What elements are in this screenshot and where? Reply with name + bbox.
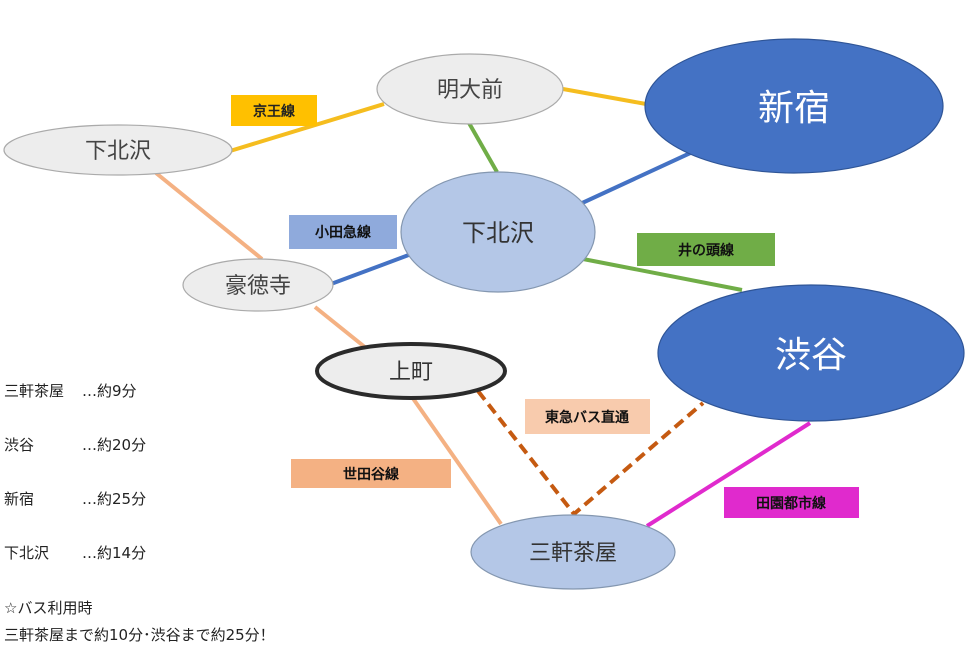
bus-note-detail: 三軒茶屋まで約10分･渋谷まで約25分！ bbox=[4, 626, 275, 644]
travel-time-station: 三軒茶屋 bbox=[4, 382, 65, 400]
station-shimokitazawa-left[interactable] bbox=[3, 124, 233, 176]
denentoshi-line-tag bbox=[724, 487, 859, 518]
station-gotokuji-label: 豪徳寺 bbox=[225, 274, 291, 299]
station-meidaimae-label: 明大前 bbox=[437, 78, 503, 103]
station-shibuya-label: 渋谷 bbox=[775, 335, 847, 376]
station-shimokitazawa-left-label: 下北沢 bbox=[85, 139, 151, 164]
travel-time-value: …約25分 bbox=[82, 490, 147, 508]
inokashira-line-tag bbox=[637, 233, 775, 266]
travel-time-value: …約9分 bbox=[82, 382, 137, 400]
station-meidaimae[interactable] bbox=[376, 53, 564, 125]
station-shibuya[interactable] bbox=[657, 284, 965, 422]
keio-line-tag-label: 京王線 bbox=[253, 103, 295, 120]
odakyu-line-upper bbox=[579, 147, 700, 206]
station-shimokitazawa-center-label: 下北沢 bbox=[462, 219, 534, 247]
denentoshi-line bbox=[645, 421, 812, 528]
station-sangenjaya-label: 三軒茶屋 bbox=[529, 541, 617, 566]
keio-line-left bbox=[229, 102, 385, 153]
setagaya-line-upper bbox=[154, 171, 264, 261]
odakyu-line-lower bbox=[330, 251, 415, 286]
keio-line-right bbox=[562, 87, 647, 106]
travel-time-shimokitazawa: 下北沢 …約14分 bbox=[4, 542, 146, 563]
travel-time-shinjuku: 新宿 …約25分 bbox=[4, 488, 146, 509]
station-kamimachi[interactable] bbox=[315, 342, 507, 400]
inokashira-line-lower bbox=[582, 257, 743, 292]
bus-note-title: ☆バス利用時 bbox=[4, 599, 93, 617]
denentoshi-line-tag-label: 田園都市線 bbox=[756, 495, 826, 512]
setagaya-line-tag-label: 世田谷線 bbox=[343, 466, 399, 483]
travel-time-station: 新宿 bbox=[4, 490, 35, 508]
odakyu-line-tag bbox=[289, 215, 397, 249]
travel-time-station: 渋谷 bbox=[4, 436, 35, 454]
travel-time-value: …約14分 bbox=[82, 544, 147, 562]
station-kamimachi-label: 上町 bbox=[389, 360, 433, 385]
setagaya-line-lower bbox=[410, 395, 503, 526]
inokashira-line-upper bbox=[467, 122, 499, 173]
odakyu-line-tag-label: 小田急線 bbox=[315, 224, 371, 241]
keio-line-tag bbox=[231, 95, 317, 126]
station-shinjuku-label: 新宿 bbox=[758, 88, 830, 129]
tokyu-bus-tag bbox=[525, 399, 650, 434]
station-shimokitazawa-center[interactable] bbox=[400, 171, 596, 293]
station-sangenjaya[interactable] bbox=[470, 514, 676, 590]
travel-time-shibuya: 渋谷 …約20分 bbox=[4, 434, 146, 455]
travel-time-value: …約20分 bbox=[82, 436, 147, 454]
travel-time-station: 下北沢 bbox=[4, 544, 50, 562]
travel-time-sangenjaya: 三軒茶屋 …約9分 bbox=[4, 380, 137, 401]
setagaya-line-tag bbox=[291, 459, 451, 488]
tokyu-bus-tag-label: 東急バス直通 bbox=[545, 409, 629, 426]
tokyu-bus-route bbox=[476, 389, 705, 517]
setagaya-line-middle bbox=[313, 305, 368, 350]
inokashira-line-tag-label: 井の頭線 bbox=[678, 242, 734, 259]
station-shinjuku[interactable] bbox=[644, 38, 944, 174]
station-gotokuji[interactable] bbox=[182, 258, 334, 312]
